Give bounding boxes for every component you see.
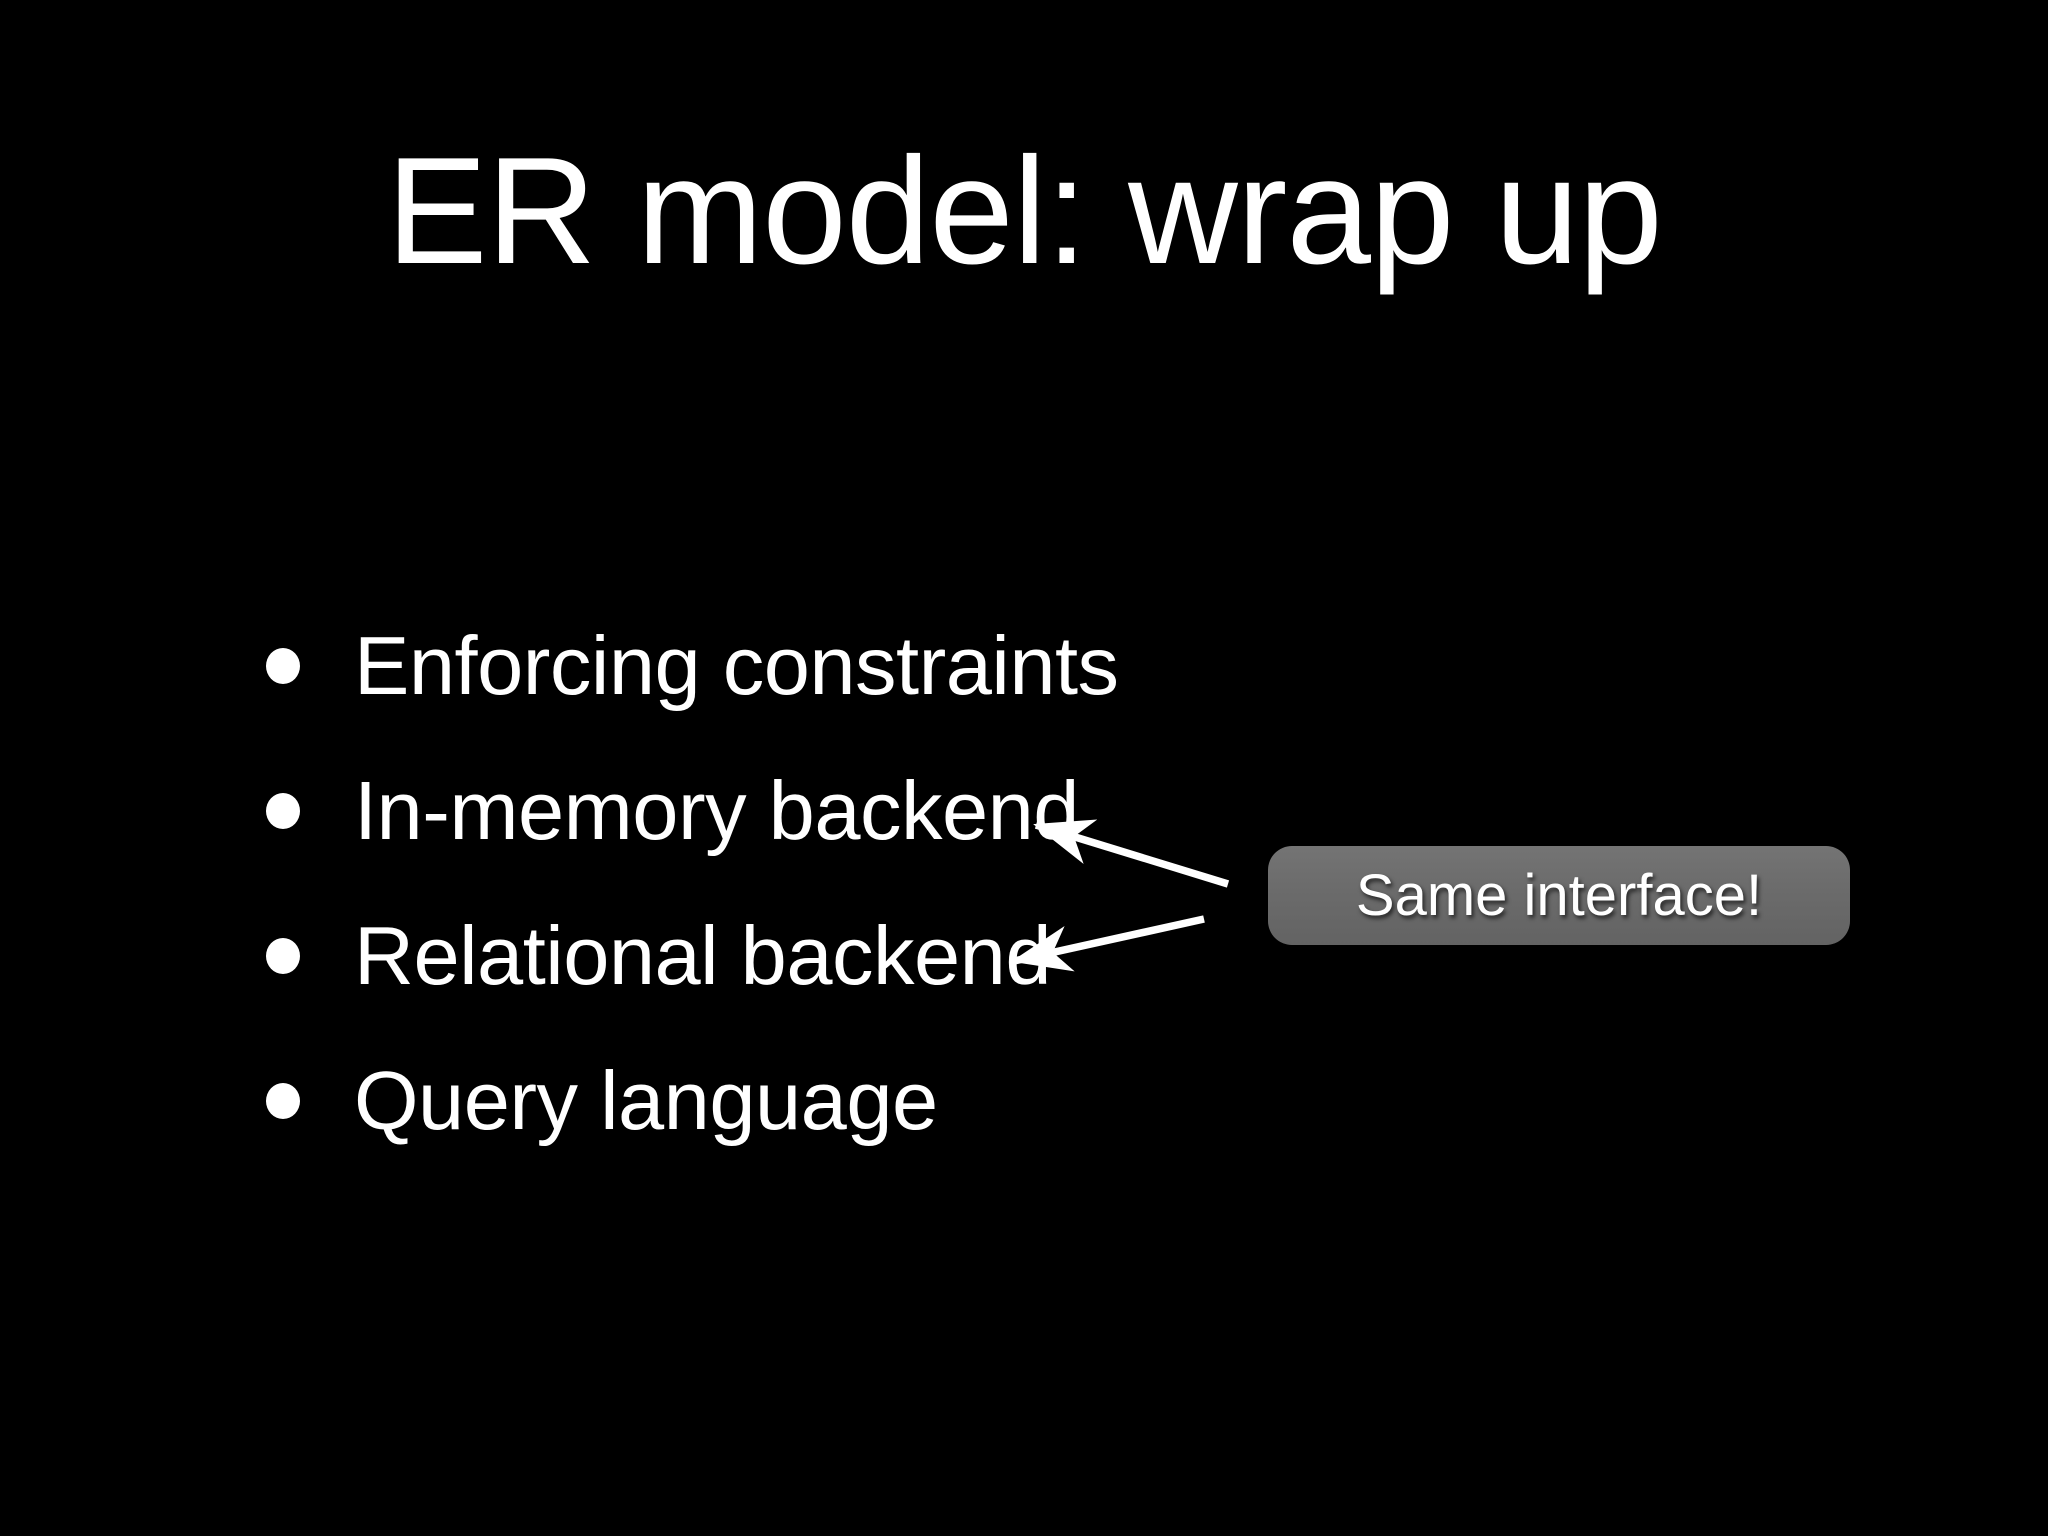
callout-badge: Same interface!	[1268, 846, 1850, 945]
list-item: Enforcing constraints	[258, 614, 1358, 759]
bullet-dot-icon	[266, 648, 300, 684]
list-item: Relational backend	[258, 904, 1358, 1049]
bullet-list: Enforcing constraints In-memory backend …	[258, 614, 1358, 1194]
list-item-label: In-memory backend	[354, 764, 1079, 857]
bullet-dot-icon	[266, 793, 300, 829]
list-item-label: Query language	[354, 1054, 938, 1147]
bullet-dot-icon	[266, 1083, 300, 1119]
list-item-label: Relational backend	[354, 909, 1052, 1002]
slide-title: ER model: wrap up	[386, 126, 1663, 296]
callout-label: Same interface!	[1355, 862, 1763, 928]
list-item: Query language	[258, 1049, 1358, 1194]
list-item-label: Enforcing constraints	[354, 619, 1119, 712]
bullet-dot-icon	[266, 938, 300, 974]
list-item: In-memory backend	[258, 759, 1358, 904]
